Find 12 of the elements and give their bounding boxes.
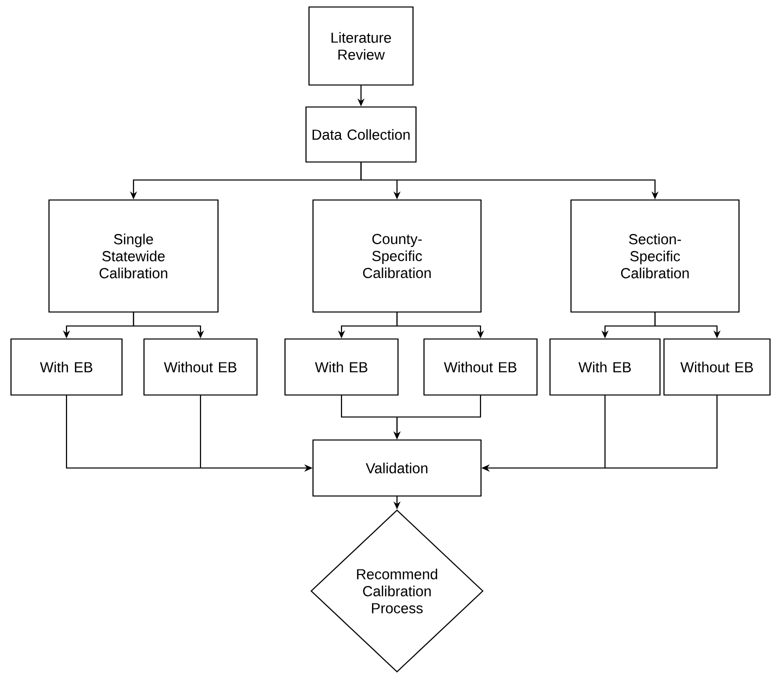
process-box: Without EB	[423, 338, 538, 396]
process-box: County-Specific Calibration	[312, 199, 482, 313]
process-box: Literature Review	[308, 6, 414, 86]
process-box: With EB	[284, 338, 399, 396]
process-box: With EB	[549, 338, 661, 396]
process-box: Data Collection	[305, 106, 417, 163]
process-box: Without EB	[663, 338, 771, 396]
process-box: Without EB	[143, 338, 258, 396]
process-box: Validation	[312, 439, 482, 497]
process-box: With EB	[10, 338, 123, 396]
process-box: Single Statewide Calibration	[48, 199, 219, 313]
process-box: Section-Specific Calibration	[570, 199, 740, 313]
